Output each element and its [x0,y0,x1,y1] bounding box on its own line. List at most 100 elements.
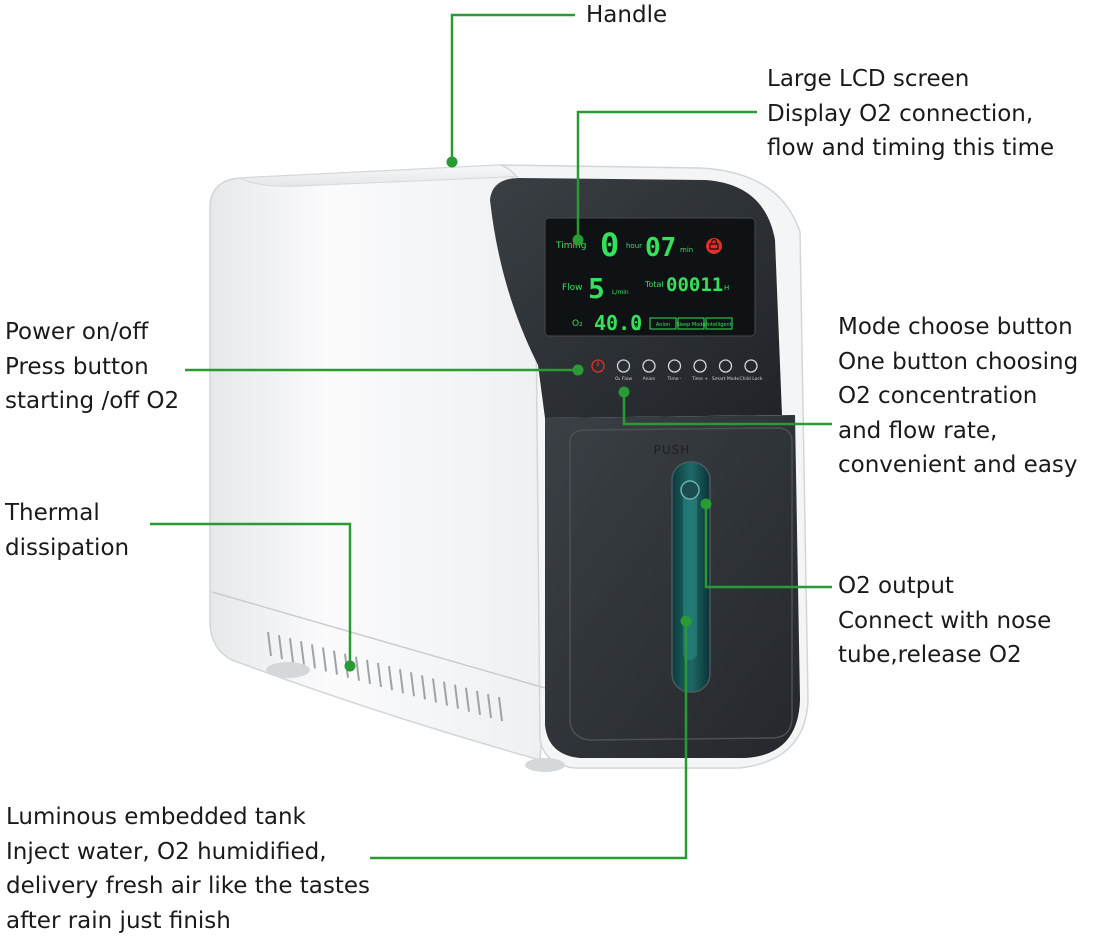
mode-button[interactable] [642,359,656,373]
callout-line: after rain just finish [6,907,231,934]
callout-lines [150,13,832,860]
mode-leader-line [622,392,832,426]
device-foot-front [525,758,565,772]
lcd-total-value: 00011 [666,274,723,296]
vent-slot [355,656,360,681]
callout-line: convenient and easy [838,452,1078,478]
power-dot [572,364,584,376]
lcd-total-label: Total [644,280,664,289]
mode-button[interactable] [693,359,707,373]
lcd-o2-label: O₂ [572,319,583,329]
vent-slot [487,693,492,719]
vent-slot [388,665,393,691]
vent-slot [421,675,426,700]
callout-line: flow and timing this time [767,135,1055,161]
vent-slot [476,690,481,716]
vent-slot [377,662,382,688]
thermal-leader-line [150,522,352,666]
door-push-label: PUSH [654,443,691,457]
callout-line: delivery fresh air like the tastes [6,873,371,899]
mode-button-label: Smart Mode [712,376,740,382]
callout-line: Connect with nose [838,607,1052,634]
mode-button-label: O₂ Flow [615,376,632,382]
lock-indicator-glyph [709,238,719,250]
mode-dot [618,386,630,398]
vent-slot [465,687,470,712]
mode-button[interactable] [616,359,631,373]
vent-slot [267,631,272,657]
vent-slot [366,659,371,685]
callout-line: O2 output [838,573,954,599]
o2-outlet-nozzle [680,480,700,500]
vent-slot [311,644,316,669]
mode-button-label: Anion [643,376,656,382]
mode-button[interactable] [744,359,758,373]
callout-line: and flow rate, [838,417,998,444]
handle-leader-line [450,13,575,162]
vent-slot [432,678,437,703]
mode-chip [705,317,733,330]
lcd-o2-unit: % [634,324,641,332]
lcd-flow-unit: L/min [612,289,629,296]
callout-line: Thermal [5,500,100,526]
mode-button[interactable] [718,359,733,373]
lcd-total-unit: H [724,284,729,292]
vent-slot [443,681,448,706]
mode-button[interactable] [667,359,682,373]
side-seam-line [211,591,546,689]
vent-slot [322,647,327,672]
callout-line: dissipation [5,534,130,561]
handle-dot [446,156,458,168]
lcd-hours-value: 0 [600,226,619,264]
power-button[interactable] [591,359,605,373]
mode-chip-label: Anion [656,322,670,328]
handle-callout: Handle [586,0,667,33]
vent-slot [498,696,503,722]
vent-slot [333,650,338,675]
device-side-panel [209,164,546,761]
callout-line: One button choosing [838,348,1079,375]
callout-line: Handle [586,2,668,28]
thermal-callout: Thermal dissipation [5,496,129,565]
callout-line: tube,release O2 [838,642,1022,668]
door-inner-panel [569,427,793,741]
lock-indicator-icon [706,238,722,254]
mode-button-label: Time - [666,376,681,382]
vent-slot [300,641,305,666]
tank-dot [680,615,692,627]
callout-line: Display O2 connection, [767,100,1034,127]
lcd-leader-line [576,110,757,240]
lcd-o2-value: 40.0 [594,311,642,335]
lcd-screen [544,217,756,337]
lcd-dot [572,234,584,246]
vent-slot [454,684,459,709]
lcd-flow-value: 5 [588,272,605,305]
thermal-vents [267,631,503,722]
tank-leader-line [370,621,688,860]
lcd-minutes-value: 07 [645,233,676,263]
callout-line: Luminous embedded tank [6,804,306,830]
lcd-hours-unit: hour [626,242,642,250]
lcd-flow-label: Flow [562,283,583,293]
mode-chip-label: Intelligent [706,322,731,328]
mode-chip [677,317,705,330]
vent-slot [410,672,415,697]
callout-line: Mode choose button [838,314,1073,340]
mode-button-label: Time + [691,376,708,382]
output-leader-line [704,504,832,589]
mode-chip-label: Sleep Mode [676,322,705,328]
callout-line: Power on/off [5,319,149,345]
callout-line: Inject water, O2 humidified, [6,838,327,865]
lcd-minutes-unit: min [680,246,693,254]
callout-line: Large LCD screen [767,66,970,92]
callout-line: starting /off O2 [5,388,180,414]
callout-line: O2 concentration [838,383,1038,409]
callout-dots [344,156,712,672]
